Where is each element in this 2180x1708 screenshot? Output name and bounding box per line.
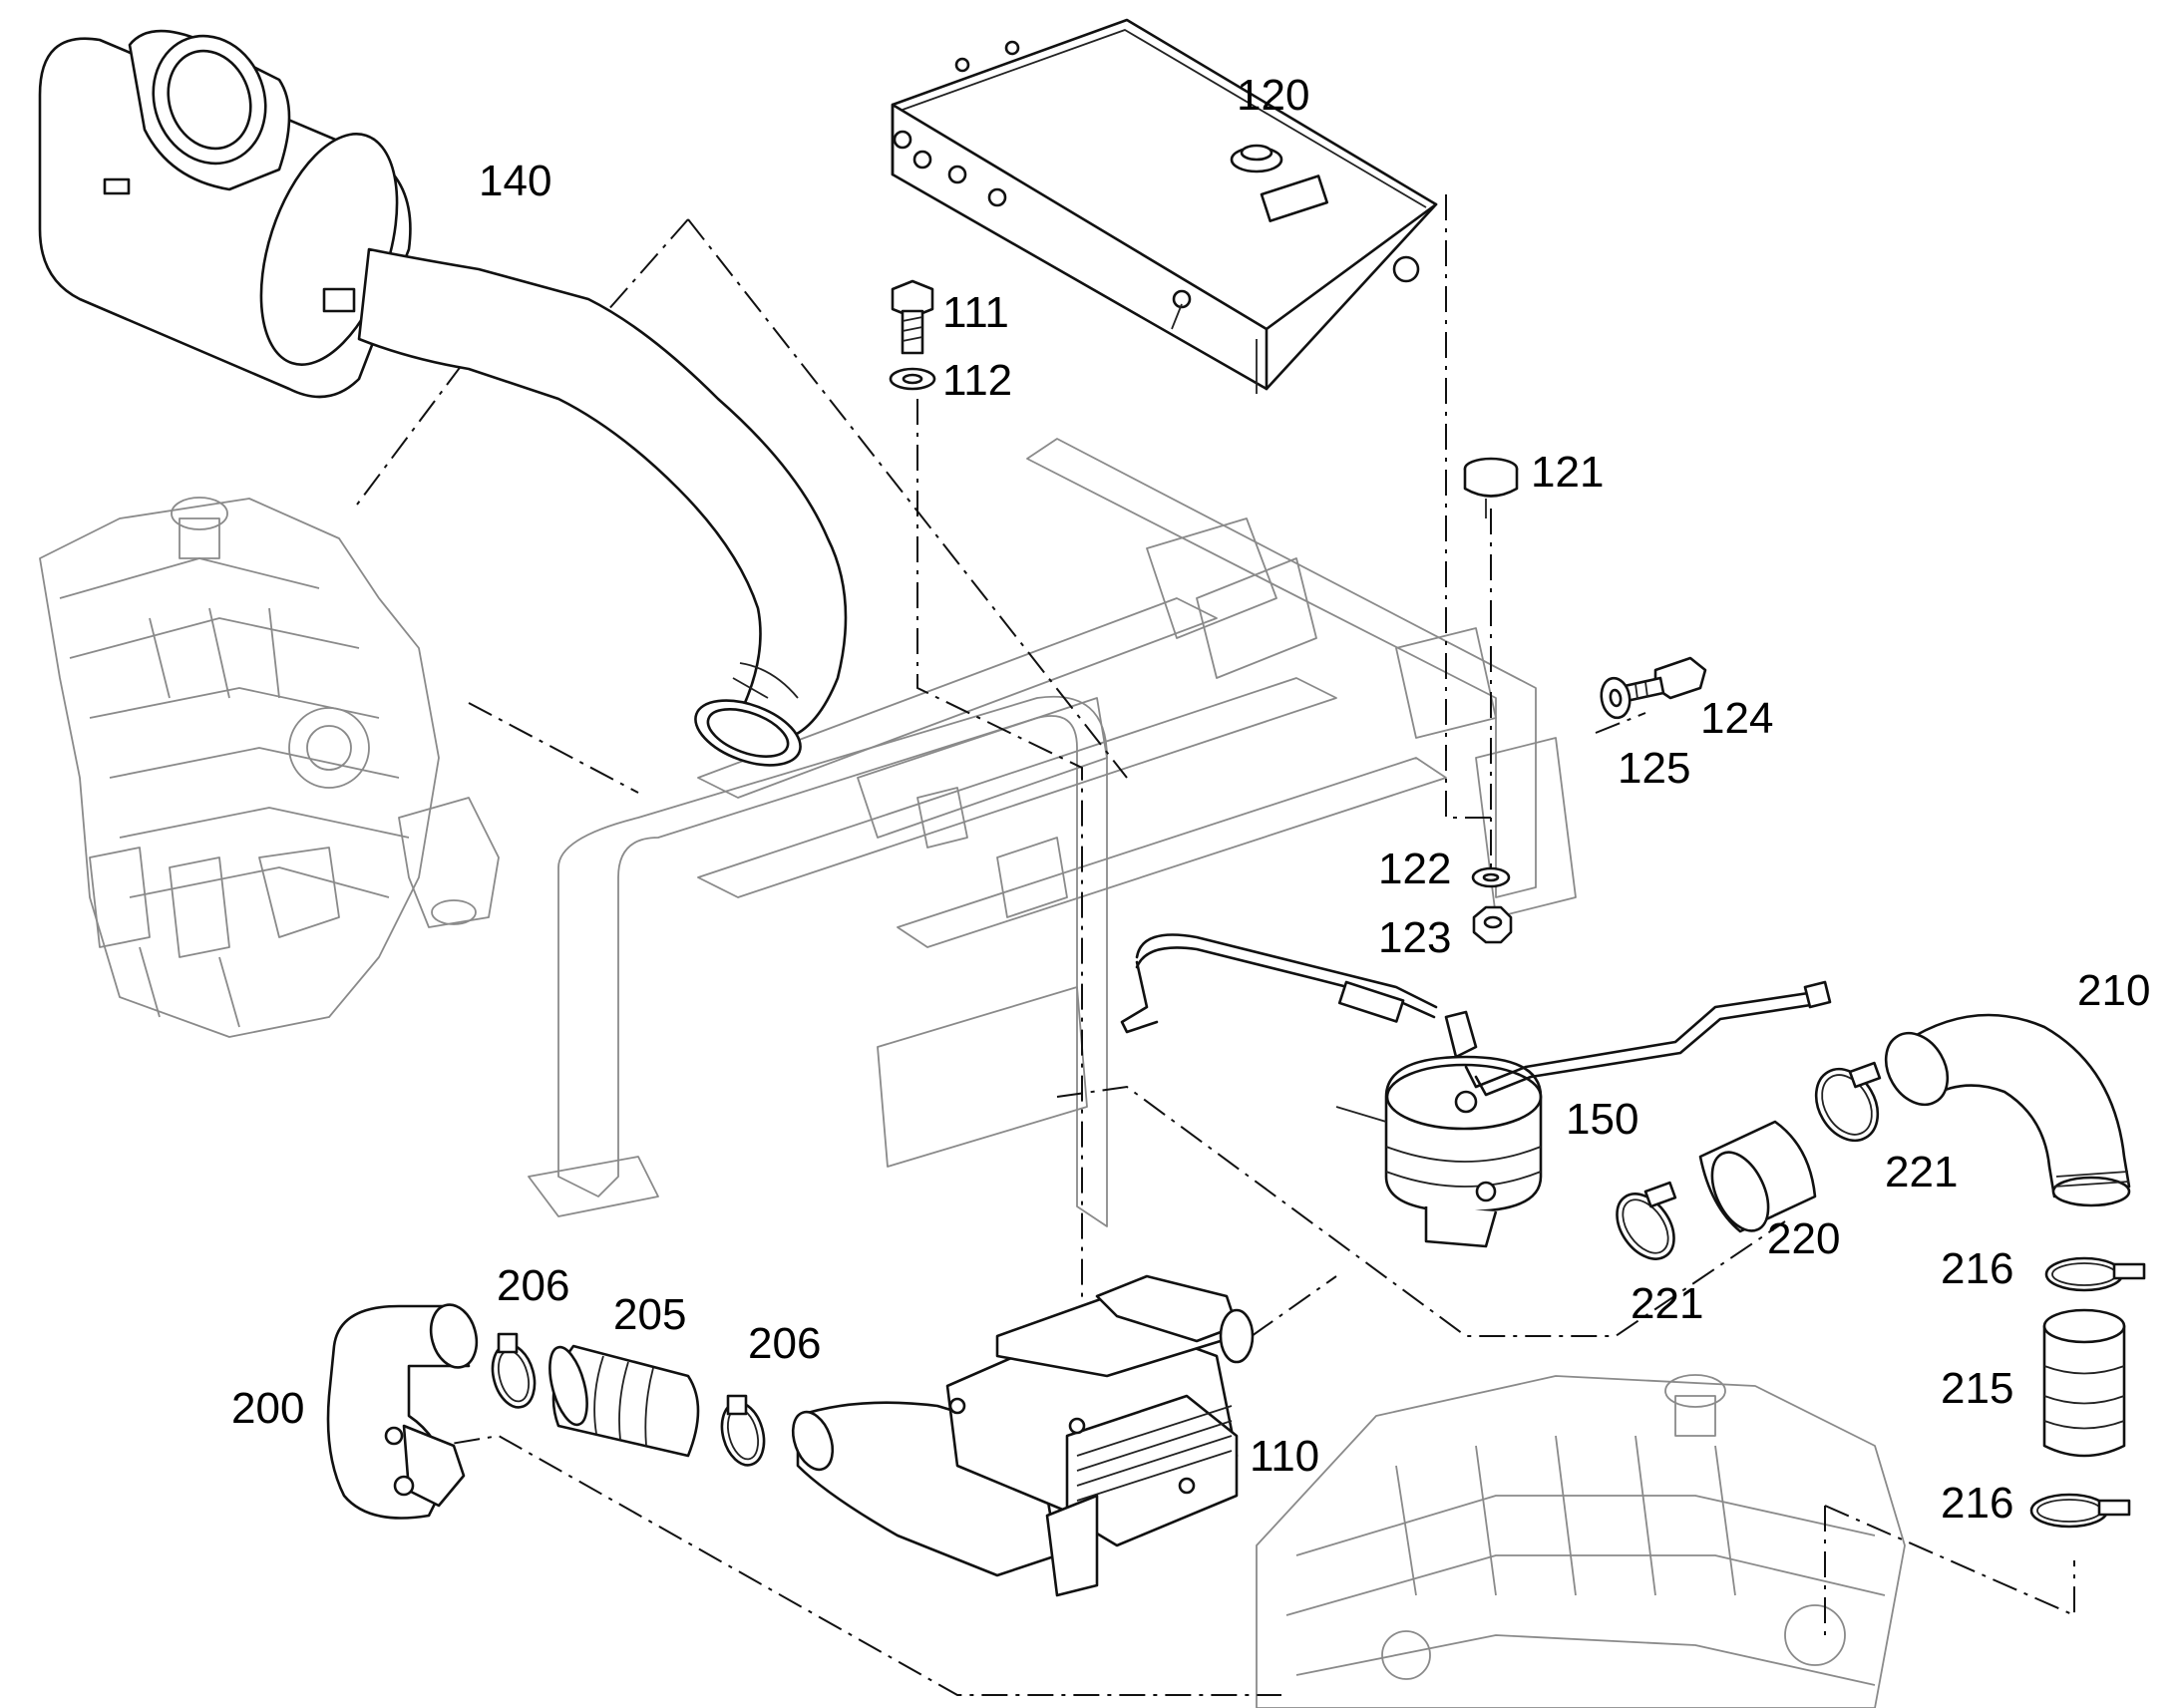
callout-206-left: 206: [497, 1261, 569, 1310]
expansion-tank-part-150: [1120, 933, 1832, 1248]
hose-clamp-part-216-lower: [2029, 1493, 2131, 1529]
callout-112: 112: [942, 356, 1012, 405]
callout-150: 150: [1566, 1095, 1638, 1144]
callout-216-upper: 216: [1941, 1244, 2013, 1293]
callout-210: 210: [2077, 966, 2150, 1015]
hose-clamp-part-206-left: [491, 1332, 537, 1409]
washer-part-125: [1600, 676, 1632, 720]
hose-part-215: [2042, 1308, 2126, 1458]
hose-clamp-part-216-upper: [2044, 1256, 2146, 1292]
callout-110: 110: [1250, 1432, 1319, 1481]
callout-122: 122: [1378, 845, 1451, 893]
intercooler-part-110: [791, 1274, 1255, 1597]
washer-part-122: [1471, 866, 1511, 888]
callout-124: 124: [1700, 694, 1773, 743]
callout-labels: 120 140 111 112 121 124 125 122 123 210 …: [231, 71, 2150, 1528]
engine-lower-right-illustration: [1256, 1374, 1906, 1708]
elbow-pipe-part-200: [326, 1303, 479, 1520]
control-box-part-120: [891, 18, 1438, 394]
plug-part-121: [1463, 457, 1519, 518]
washer-part-112: [889, 367, 936, 391]
callout-140: 140: [479, 157, 551, 205]
hose-clamp-part-221-lower: [1616, 1181, 1677, 1260]
callout-200: 200: [231, 1384, 304, 1433]
hose-elbow-part-210: [1884, 1013, 2131, 1207]
callout-206-right: 206: [748, 1319, 821, 1368]
callout-216-lower: 216: [1941, 1479, 2013, 1528]
callout-125: 125: [1618, 744, 1690, 793]
hose-clamp-part-206-right: [720, 1394, 766, 1467]
hose-part-205: [548, 1344, 700, 1458]
nut-part-123: [1472, 905, 1513, 944]
callout-121: 121: [1531, 448, 1604, 497]
hose-clamp-part-221-upper: [1814, 1061, 1882, 1143]
air-filter-part-140: [38, 29, 848, 767]
callout-220: 220: [1767, 1214, 1840, 1263]
hose-sleeve-part-220: [1698, 1120, 1817, 1233]
callout-221-upper: 221: [1885, 1148, 1958, 1196]
bolt-part-111: [891, 279, 934, 355]
callout-111: 111: [942, 288, 1009, 337]
callout-215: 215: [1941, 1364, 2013, 1413]
assembly-guide-lines: [353, 194, 2075, 1696]
mounting-frame-illustration: [528, 438, 1577, 1227]
callout-123: 123: [1378, 913, 1451, 962]
callout-120: 120: [1237, 71, 1309, 120]
engine-upper-left-illustration: [39, 497, 500, 1038]
callout-205: 205: [613, 1290, 686, 1339]
callout-221-lower: 221: [1631, 1279, 1703, 1328]
